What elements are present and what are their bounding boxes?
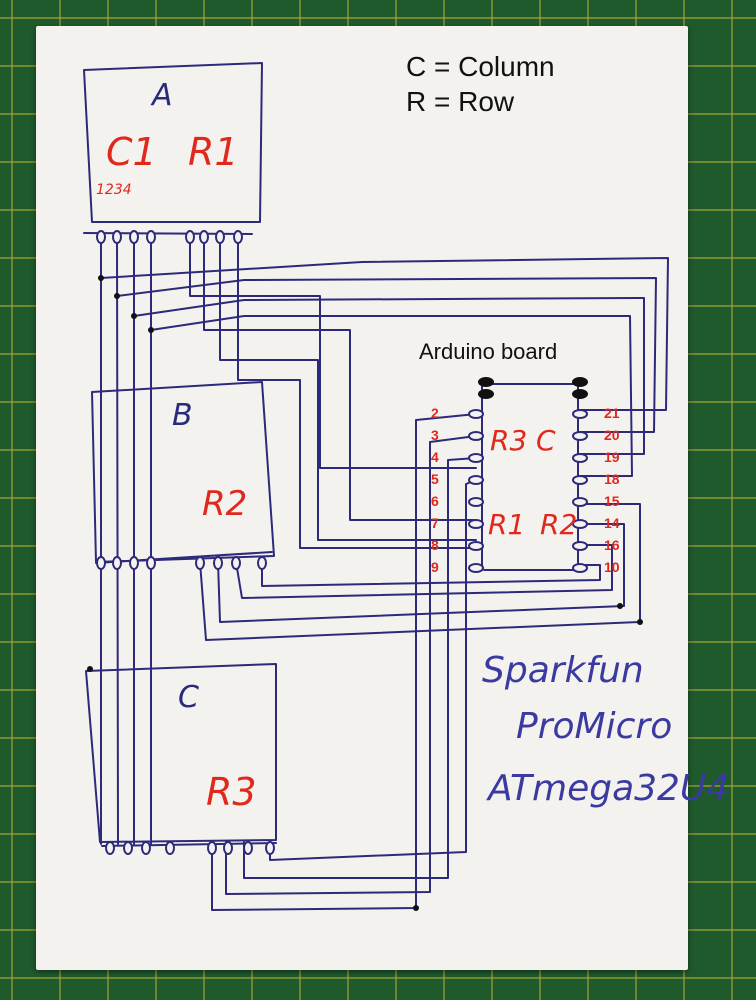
module-a-pin bbox=[199, 230, 209, 244]
board-right-pin-ring bbox=[572, 497, 588, 507]
module-a-pin bbox=[233, 230, 243, 244]
board-left-pin-label: 6 bbox=[431, 493, 439, 509]
board-left-pin-ring bbox=[468, 453, 484, 463]
legend-row: R = Row bbox=[406, 86, 515, 117]
module-b-pin bbox=[195, 556, 205, 570]
module-a-pin-numbers: 1234 bbox=[96, 182, 132, 198]
module-c-letter: C bbox=[178, 680, 199, 715]
board-right-pin-ring bbox=[572, 475, 588, 485]
board-right-pin-label: 19 bbox=[604, 449, 620, 465]
board-body bbox=[481, 383, 579, 571]
module-c-row-label: R3 bbox=[206, 770, 257, 814]
board-right-pin-ring bbox=[572, 563, 588, 573]
board-left-pin-ring bbox=[468, 409, 484, 419]
board-left-pin-ring bbox=[468, 563, 484, 573]
board-right-pin-ring bbox=[572, 431, 588, 441]
board-tag-r3: R3 bbox=[490, 424, 528, 457]
note-line-1: Sparkfun bbox=[482, 650, 644, 691]
board-left-pin-label: 4 bbox=[431, 449, 439, 465]
module-a-pin bbox=[96, 230, 106, 244]
board-right-pin-ring bbox=[572, 409, 588, 419]
board-left-pin-ring bbox=[468, 431, 484, 441]
board-tag-c: C bbox=[536, 424, 556, 457]
module-a-pin bbox=[146, 230, 156, 244]
module-c-pin bbox=[141, 841, 151, 855]
board-right-pin-label: 14 bbox=[604, 515, 620, 531]
board-left-pin-label: 9 bbox=[431, 559, 439, 575]
board-right-pin-ring bbox=[572, 541, 588, 551]
module-b-row-label: R2 bbox=[202, 484, 248, 524]
module-b-pin bbox=[213, 556, 223, 570]
module-b-pin bbox=[231, 556, 241, 570]
module-b-pin bbox=[112, 556, 122, 570]
module-c-pin bbox=[123, 841, 133, 855]
module-a-box bbox=[83, 62, 263, 223]
module-a-column-label: C1 bbox=[106, 130, 157, 174]
board-right-pin-label: 16 bbox=[604, 537, 620, 553]
board-left-pin-ring bbox=[468, 475, 484, 485]
board-right-pin-ring bbox=[572, 519, 588, 529]
module-a-letter: A bbox=[152, 78, 173, 113]
module-b-pin bbox=[257, 556, 267, 570]
board-tag-r2: R2 bbox=[540, 508, 578, 541]
module-a-pin bbox=[215, 230, 225, 244]
module-c-pin bbox=[265, 841, 275, 855]
board-right-pin-label: 15 bbox=[604, 493, 620, 509]
module-b-pin bbox=[129, 556, 139, 570]
module-a-row-label: R1 bbox=[188, 130, 239, 174]
board-label: Arduino board bbox=[419, 339, 558, 364]
module-c-pin bbox=[243, 841, 253, 855]
module-b-pin bbox=[146, 556, 156, 570]
board-right-pin-ring bbox=[572, 453, 588, 463]
board-left-pin-label: 7 bbox=[431, 515, 439, 531]
board-left-pin-ring bbox=[468, 519, 484, 529]
module-b-letter: B bbox=[172, 398, 193, 433]
board-right-pin-label: 21 bbox=[604, 405, 620, 421]
module-b-pin bbox=[96, 556, 106, 570]
module-c-pin bbox=[105, 841, 115, 855]
board-left-pin-label: 2 bbox=[431, 405, 439, 421]
module-a-pin bbox=[112, 230, 122, 244]
board-left-pin-label: 8 bbox=[431, 537, 439, 553]
module-c-box bbox=[85, 663, 277, 843]
board-right-pin-label: 18 bbox=[604, 471, 620, 487]
board-left-pin-label: 3 bbox=[431, 427, 439, 443]
board-left-pin-label: 5 bbox=[431, 471, 439, 487]
module-c-pin bbox=[207, 841, 217, 855]
module-a-pin bbox=[185, 230, 195, 244]
board-left-pin-ring bbox=[468, 497, 484, 507]
module-b-box bbox=[91, 381, 275, 563]
module-c-pin bbox=[165, 841, 175, 855]
board-left-pin-ring bbox=[468, 541, 484, 551]
board-tag-r1: R1 bbox=[488, 508, 526, 541]
note-line-3: ATmega32U4 bbox=[488, 768, 730, 809]
module-c-pin bbox=[223, 841, 233, 855]
board-right-pin-label: 10 bbox=[604, 559, 620, 575]
legend-column: C = Column bbox=[406, 51, 555, 82]
board-right-pin-label: 20 bbox=[604, 427, 620, 443]
module-a-pin bbox=[129, 230, 139, 244]
note-line-2: ProMicro bbox=[516, 706, 673, 747]
